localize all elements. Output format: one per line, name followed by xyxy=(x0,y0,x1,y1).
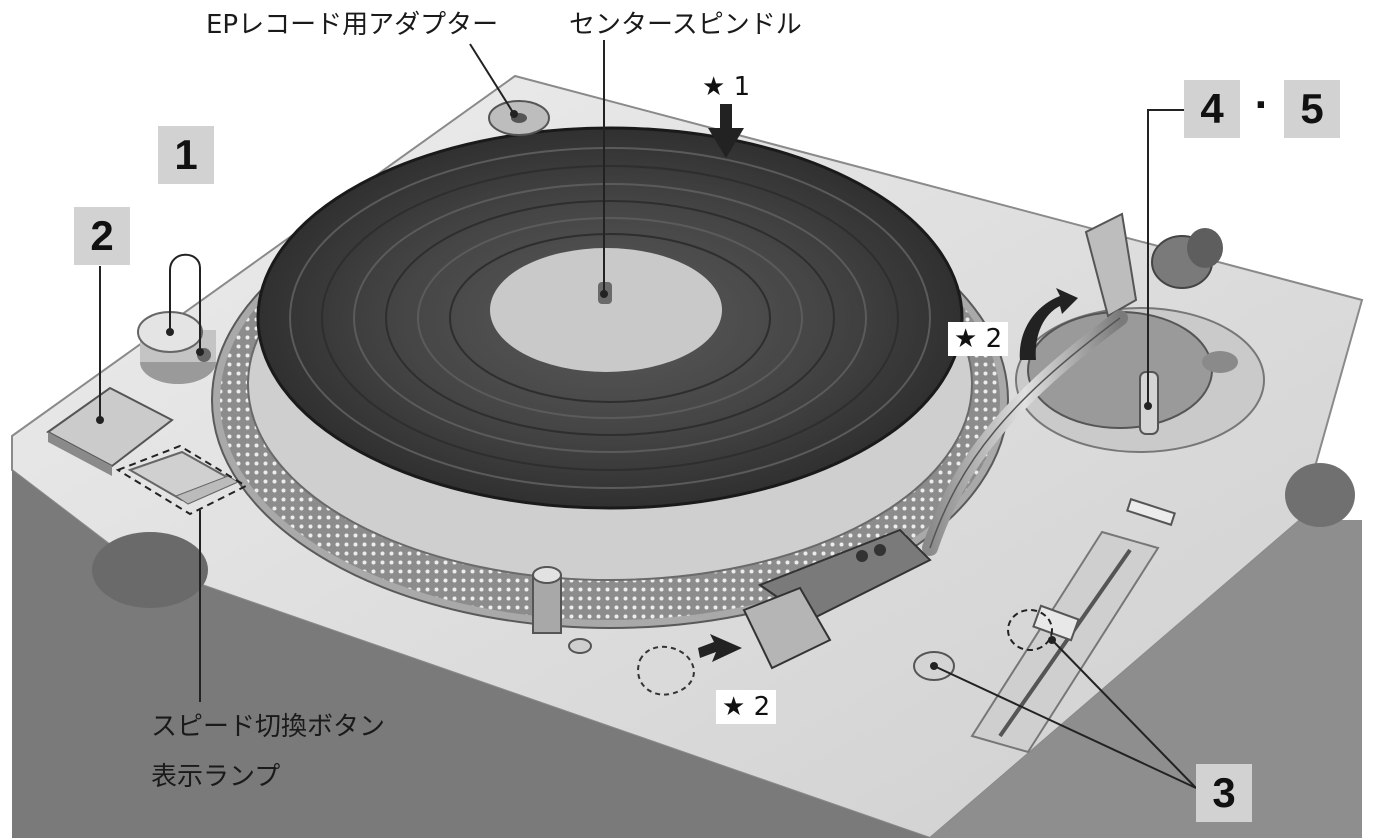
ep-adapter xyxy=(488,100,550,136)
headshell xyxy=(742,528,932,670)
callout-5: 5 xyxy=(1284,80,1340,138)
arrow-down-star1 xyxy=(708,104,744,158)
star2-headshell-marker: ★ 2 xyxy=(716,690,777,724)
leader-lines xyxy=(99,40,1197,789)
star1-marker: ★ 1 xyxy=(702,72,751,102)
callout-4: 4 xyxy=(1184,80,1240,138)
start-stop-button xyxy=(46,386,174,476)
foot-rear-right xyxy=(1285,463,1355,527)
pitch-slider xyxy=(970,497,1176,754)
callout-3: 3 xyxy=(1196,764,1252,822)
arrow-curve-star2 xyxy=(1019,288,1078,360)
headshell-storage-outline xyxy=(637,645,695,696)
indicator-lamp-label: 表示ランプ xyxy=(151,762,281,792)
callout-separator: · xyxy=(1254,85,1268,126)
arrow-left-star2 xyxy=(698,634,742,662)
speed-buttons xyxy=(115,444,249,516)
record-label xyxy=(490,248,722,372)
record xyxy=(256,126,964,510)
star2-arm-marker: ★ 2 xyxy=(948,322,1009,356)
speed-buttons-highlight xyxy=(115,444,249,516)
foot-front-left xyxy=(92,532,208,608)
speed-button-label: スピード切換ボタン xyxy=(151,712,386,742)
callout-1: 1 xyxy=(158,126,214,184)
center-spindle-label: センタースピンドル xyxy=(569,10,802,40)
ep-adapter-label: EPレコード用アダプター xyxy=(206,10,499,40)
pitch-zero-highlight xyxy=(1007,609,1053,651)
strobe-post xyxy=(532,566,592,654)
callout-2: 2 xyxy=(74,207,130,265)
